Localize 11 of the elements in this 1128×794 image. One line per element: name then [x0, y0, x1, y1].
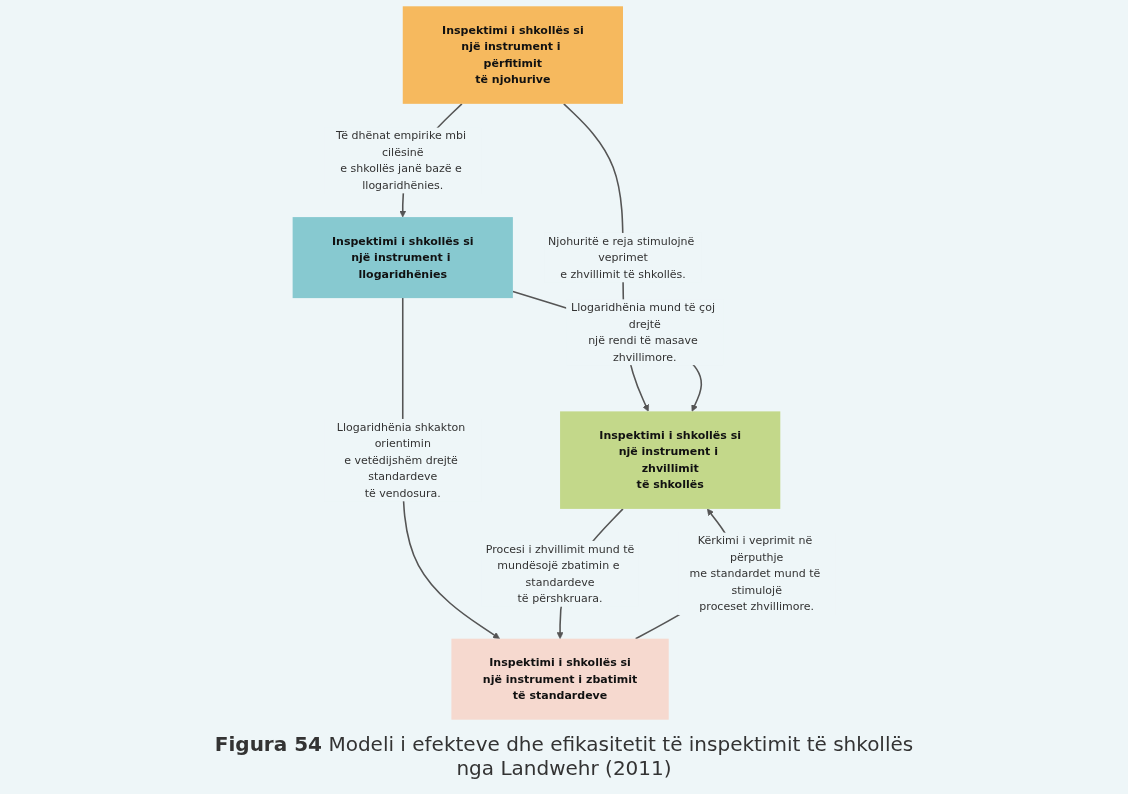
node-box: Inspektimi i shkollës si një instrument i zbatimit të standardeve: [451, 638, 669, 720]
node-box: Inspektimi i shkollës si një instrument i llogaridhënies: [292, 217, 513, 299]
node-box: Inspektimi i shkollës si një instrument i zhvillimit të shkollës: [560, 411, 781, 509]
edge-label: Kërkimi i veprimit në përputhje me standardet mund të stimulojë proceset zhvillimore.: [689, 534, 821, 613]
edge-label: Njohuritë e reja stimulojnë veprimet e zhvillimit të shkollës.: [548, 234, 695, 281]
edge-label: Procesi i zhvillimit mund të mundësojë zbatimin e standardeve të përshkruara.: [485, 542, 635, 605]
edge-label: Llogaridhënia shkakton orientimin e vetëdijshëm drejtë standardeve të vendosura.: [336, 420, 466, 500]
edge-label: Llogaridhënia mund të çoj drejtë një rendi të masave zhvillimore.: [571, 300, 715, 363]
figure-caption: Figura 54 Modeli i efekteve dhe efikasitetit të inspektimit të shkollës nga Landwehr (2011): [214, 731, 914, 782]
edge-label: Të dhënat empirike mbi cilësinë e shkollës janë bazë e llogaridhënies.: [336, 129, 466, 192]
node-box: Inspektimi i shkollës si një instrument i përfitimit të njohurive: [402, 6, 623, 104]
